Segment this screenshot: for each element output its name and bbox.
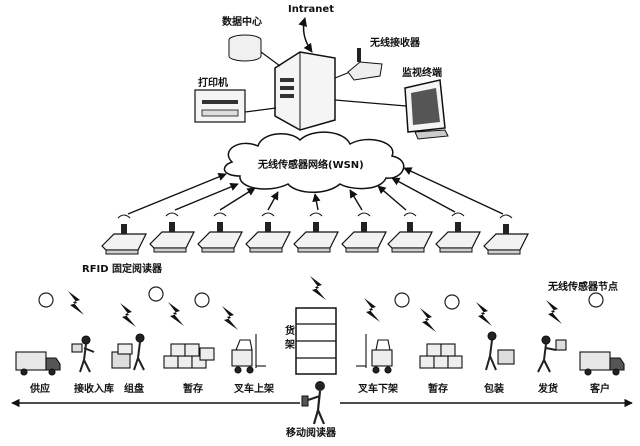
forklift-icon [356,334,393,374]
rfid-reader-icon [149,212,195,253]
process-step-label: 接收入库 [74,382,114,395]
intranet-label: Intranet [288,4,334,15]
process-step-label: 组盘 [124,382,144,395]
rfid-reader-icon [483,214,529,255]
sensor-node-icon [394,292,410,308]
wireless-receiver-label: 无线接收器 [369,36,421,49]
rfid-reader-label: RFID 固定阅读器 [82,262,163,275]
truck-icon [15,351,61,376]
rfid-reader-icon [341,212,387,253]
wireless-signal-icon [420,308,436,332]
uplink-arrows [127,167,504,215]
mobile-reader-person-icon [301,381,326,425]
packing-icon [485,331,515,371]
process-labels: 供应 接收入库 组盘 暂存 叉车上架 叉车下架 暂存 包装 发货 客户 [29,382,610,395]
server-icon [274,51,336,131]
process-step-label: 供应 [29,382,50,395]
sensor-node-icon [194,292,210,308]
sensor-node-icon [588,292,604,308]
process-step-label: 发货 [537,382,558,395]
wireless-signal-icon [68,291,84,315]
sensor-node-icon [38,292,54,308]
wireless-signal-icon [546,300,562,324]
rfid-reader-icon [293,212,339,253]
process-step-label: 暂存 [183,382,203,395]
database-icon [228,34,262,62]
process-step-label: 叉车上架 [233,382,274,395]
rfid-reader-icon [197,212,243,253]
intranet-arrow [298,17,313,53]
rfid-reader-icon [435,212,481,253]
wireless-signal-icon [364,298,380,322]
process-step-label: 客户 [589,382,610,395]
truck-icon [579,351,625,376]
rfid-reader-icon [245,212,291,253]
sensor-node-icon [444,294,460,310]
boxes-icon [419,343,463,369]
data-center-label: 数据中心 [222,15,262,28]
rfid-reader-icons [101,212,529,255]
printer-label: 打印机 [198,76,228,89]
shipping-worker-icon [537,335,567,373]
mobile-reader-label: 移动阅读器 [286,426,337,439]
wireless-signal-icon [310,276,326,300]
printer-icon [194,89,246,123]
rfid-reader-icon [101,214,147,255]
process-step-label: 暂存 [428,382,448,395]
shelf-label-1: 货 [285,324,295,337]
rfid-reader-icon [387,212,433,253]
process-step-label: 叉车下架 [357,382,398,395]
boxes-icon [163,343,215,369]
shelf-icon [295,307,337,375]
forklift-icon [231,334,266,374]
shelf-label-2: 架 [284,338,295,351]
wsn-label: 无线传感器网络(WSN) [257,158,364,171]
process-step-label: 包装 [484,382,504,395]
wireless-receiver-icon [347,48,383,81]
wireless-signal-icon [476,302,492,326]
monitor-label: 监视终端 [402,66,442,79]
wireless-signal-icon [222,306,238,330]
process-icons [15,331,625,376]
worker-carry-icon [71,335,95,373]
sensor-node-icon [148,286,164,302]
palletize-icon [111,333,145,371]
wireless-signal-icon [168,302,184,326]
sensor-node-label: 无线传感器节点 [547,280,618,293]
wsn-cloud [223,131,405,193]
wireless-signal-icon [120,303,136,327]
monitor-icon [404,79,449,140]
